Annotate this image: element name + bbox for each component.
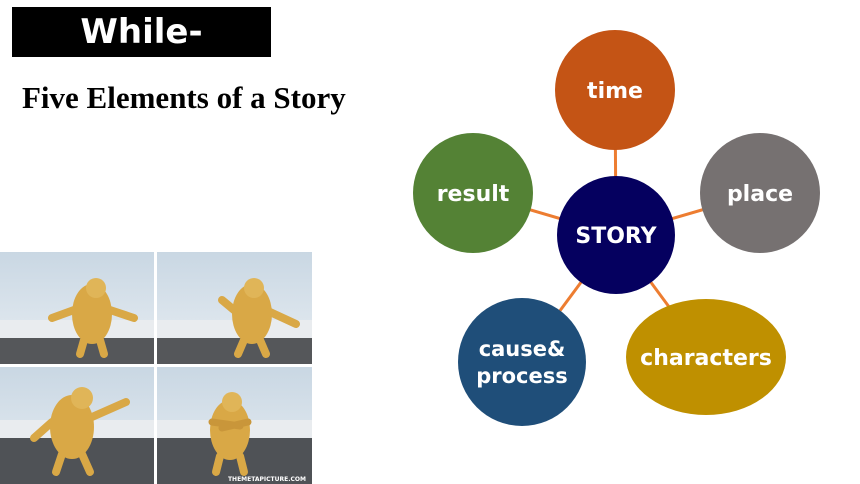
section-badge: While-reading: [12, 7, 271, 102]
place-circle: [700, 133, 820, 253]
element-nodes: time place characters cause&process result: [413, 30, 820, 426]
node-cause-process: cause&process: [458, 298, 586, 426]
node-result: result: [413, 133, 533, 253]
photo-panel-1: [0, 252, 154, 364]
story-elements-diagram: time place characters cause&process result S…: [413, 30, 820, 426]
characters-circle: [626, 299, 786, 415]
photo-panel-3: [0, 367, 154, 484]
slide-subtitle: Five Elements of a Story: [22, 80, 346, 115]
photo-panel-4: [157, 367, 312, 484]
photo-panel-2: [157, 252, 312, 364]
photo-watermark: THEMETAPICTURE.COM: [228, 476, 306, 483]
time-circle: [555, 30, 675, 150]
node-characters: characters: [626, 299, 786, 415]
characters-label: characters: [640, 346, 772, 371]
cause-process-label: cause&: [479, 337, 566, 361]
node-time: time: [555, 30, 675, 150]
result-circle: [413, 133, 533, 253]
result-label: result: [437, 182, 510, 207]
center-node: STORY: [557, 176, 675, 294]
time-label: time: [587, 79, 643, 104]
cause-process-label: process: [476, 364, 568, 388]
node-place: place: [700, 133, 820, 253]
cause-process-circle: [458, 298, 586, 426]
polar-bear-photo-grid: THEMETAPICTURE.COM: [0, 252, 312, 484]
story-center-label: STORY: [575, 224, 657, 249]
story-center-circle: [557, 176, 675, 294]
place-label: place: [727, 182, 793, 207]
